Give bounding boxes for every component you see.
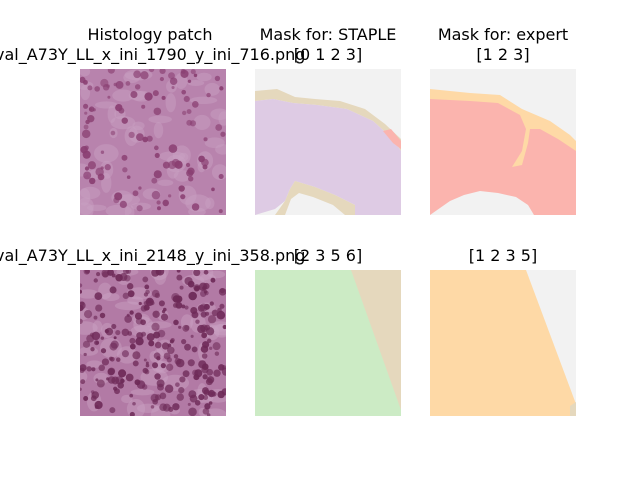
row1-patch-name: val_A73Y_LL_x_ini_1790_y_ini_716.png [0, 45, 306, 64]
row1-staple-labels: [0 1 2 3] [293, 45, 363, 64]
expert-mask-1 [430, 69, 576, 215]
col-title-histology: Histology patch [87, 25, 213, 44]
staple-mask-2 [255, 270, 401, 416]
histology-texture-2 [80, 270, 226, 416]
row1-staple-mask [255, 69, 401, 215]
row2-histology-image [80, 270, 226, 416]
row1-histology-image [80, 69, 226, 215]
row2-staple-labels: [2 3 5 6] [293, 246, 363, 265]
col-title-expert: Mask for: expert [437, 25, 569, 44]
row2-expert-labels: [1 2 3 5] [468, 246, 538, 265]
expert-mask-2 [430, 270, 576, 416]
staple-mask-1 [255, 69, 401, 215]
row2-expert-mask [430, 270, 576, 416]
histology-texture-1 [80, 69, 226, 215]
row2-staple-mask [255, 270, 401, 416]
col-title-staple: Mask for: STAPLE [259, 25, 397, 44]
row1-expert-labels: [1 2 3] [476, 45, 530, 64]
row1-expert-mask [430, 69, 576, 215]
row2-patch-name: val_A73Y_LL_x_ini_2148_y_ini_358.png [0, 246, 306, 265]
